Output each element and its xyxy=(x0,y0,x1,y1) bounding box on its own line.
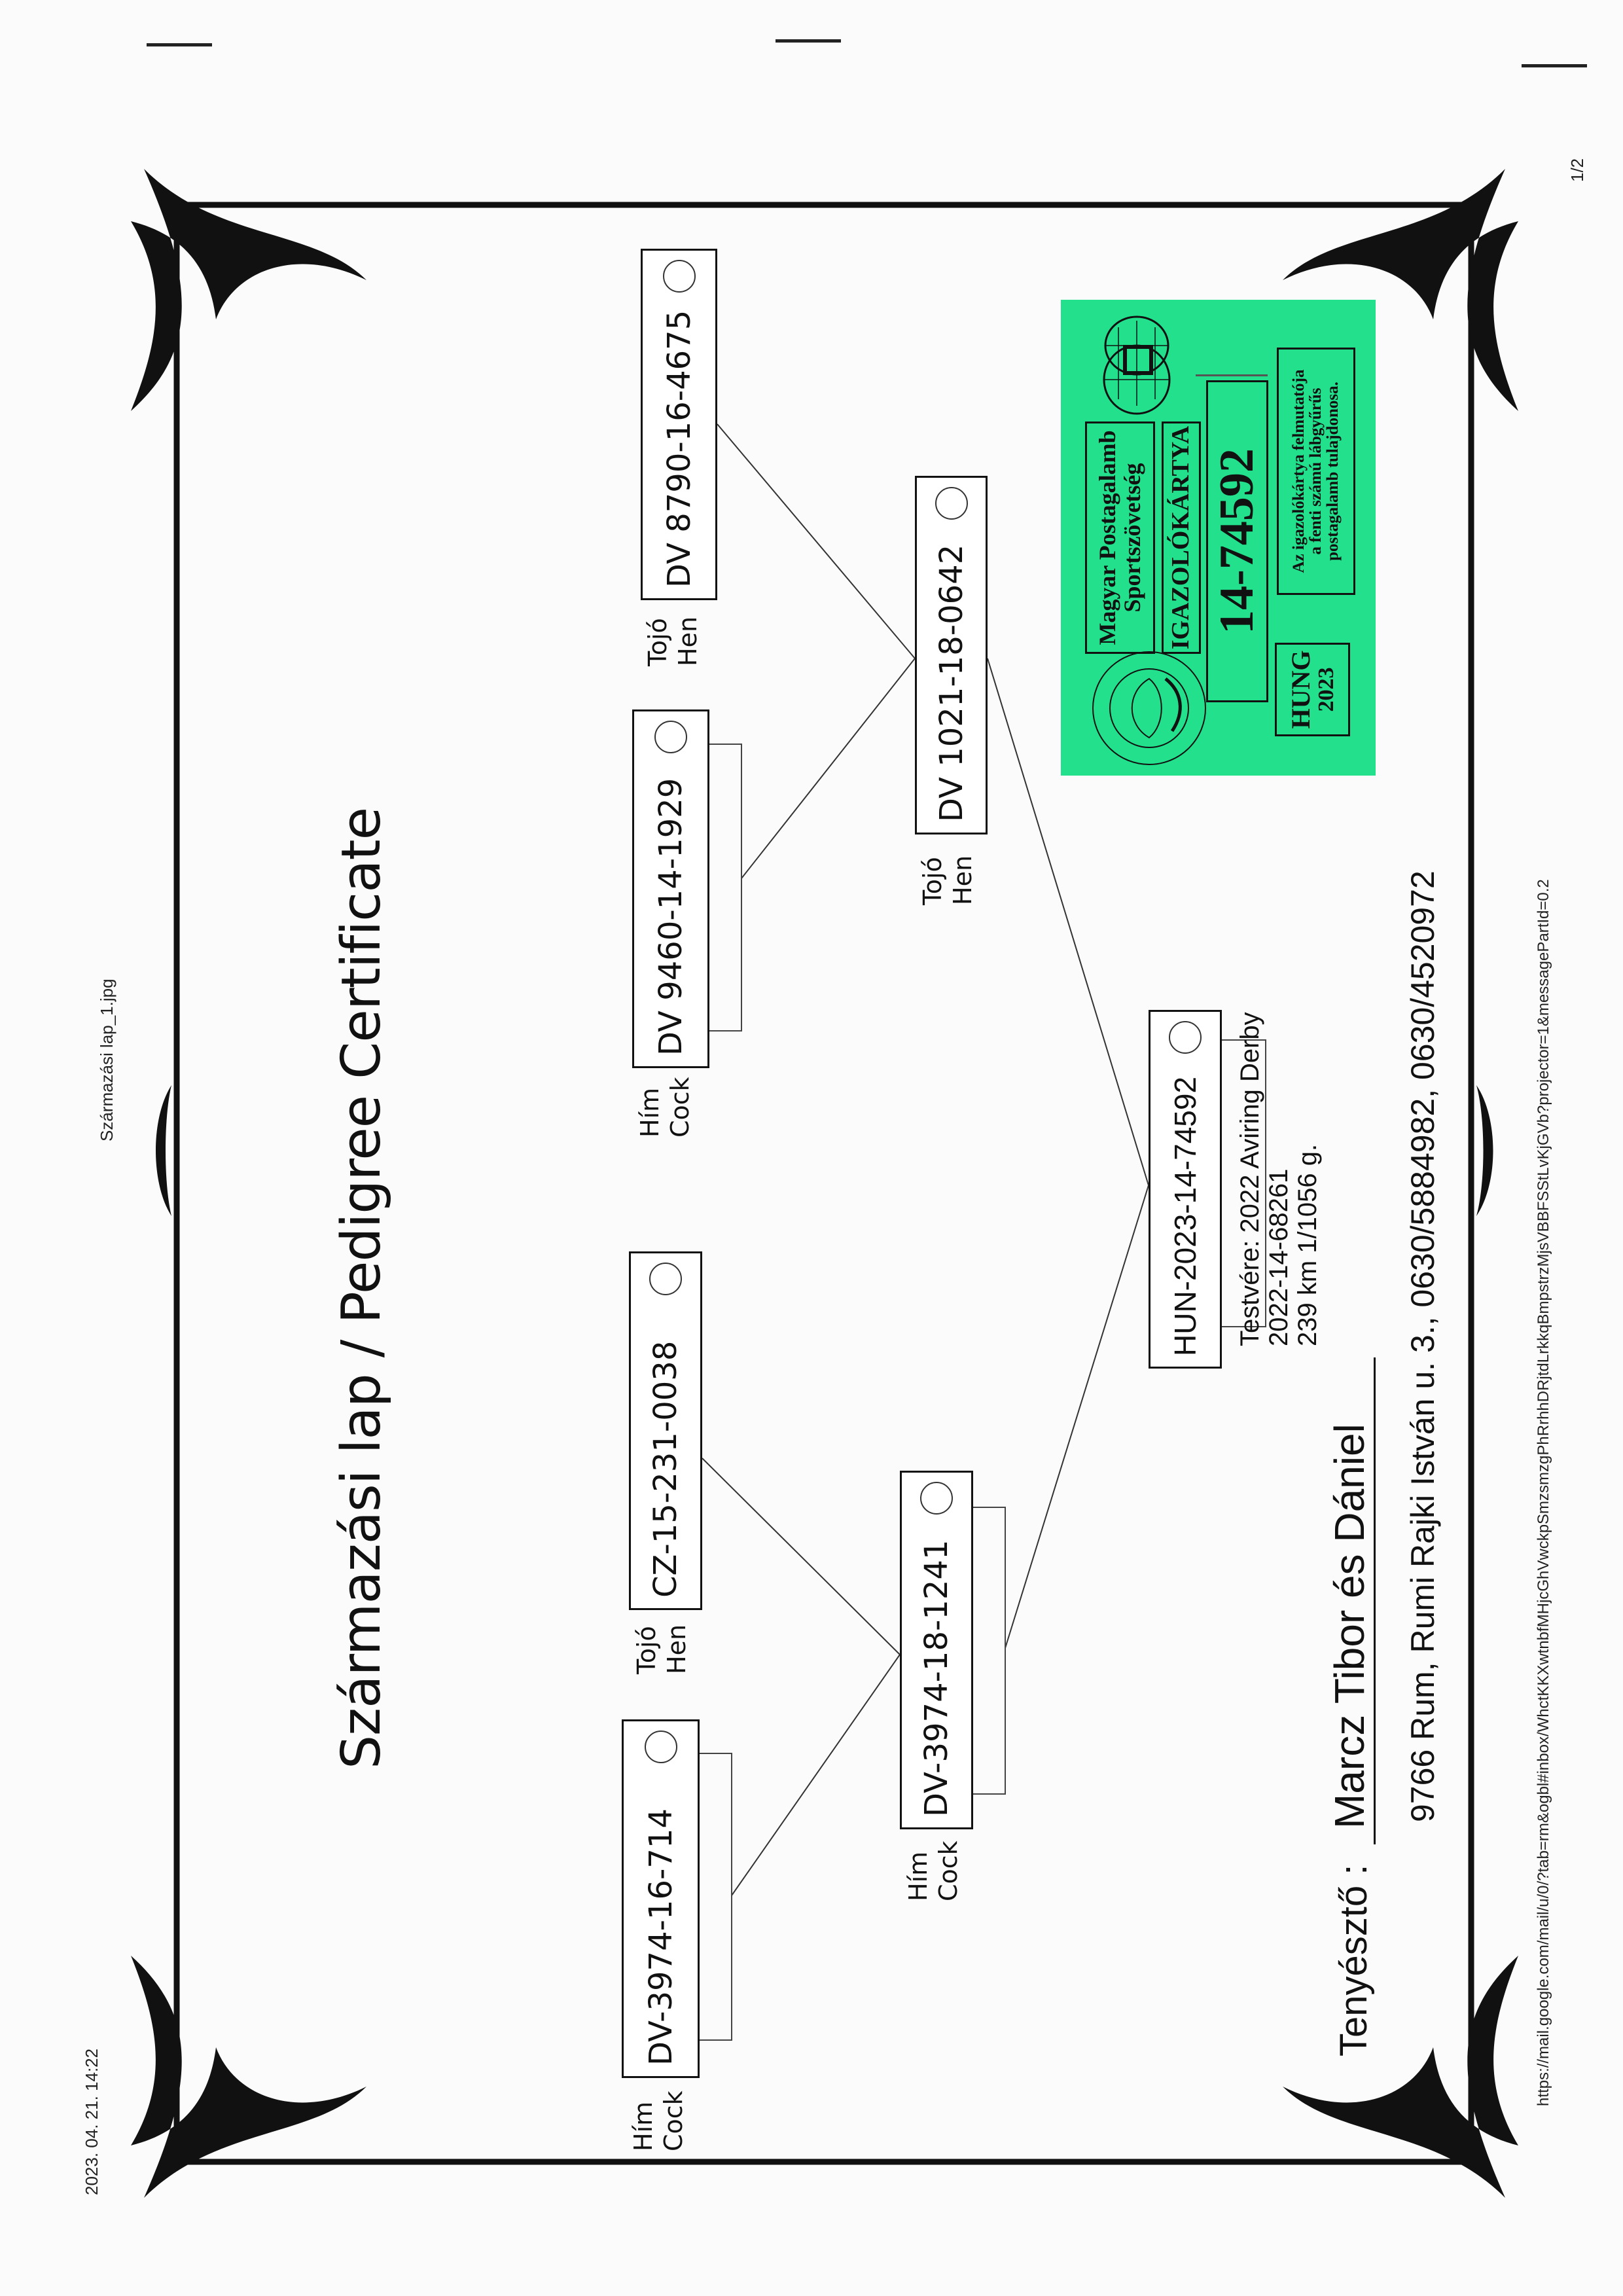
pigeon-box-ggf-paternal: DV-3974-16-714 xyxy=(622,1719,700,2078)
scan-mark xyxy=(147,43,212,46)
breeder-label: Tenyésztő : xyxy=(1332,1864,1375,2056)
circle-icon xyxy=(1169,1021,1202,1054)
pigeon-box-ggm-maternal: DV 8790-16-4675 xyxy=(641,249,717,600)
bracket xyxy=(700,1753,732,2041)
pedigree-line xyxy=(717,423,916,659)
pedigree-line xyxy=(987,658,1149,1186)
staple xyxy=(1196,374,1268,376)
scan-mark xyxy=(776,39,841,43)
corner-ornament xyxy=(131,169,1518,2198)
circle-icon xyxy=(920,1482,953,1515)
circle-icon xyxy=(662,260,696,293)
card-type-box: IGAZOLÓKÁRTYA xyxy=(1162,422,1201,654)
pigeon-box-ggf-maternal: DV 9460-14-1929 xyxy=(632,709,709,1068)
scan-mark xyxy=(1522,64,1587,67)
bracket xyxy=(709,744,742,1031)
sibling-note-line: Testvére: 2022 Aviring Derby xyxy=(1236,1012,1264,1346)
card-number-box: 14-74592 xyxy=(1206,380,1268,702)
pedigree-line xyxy=(731,1654,901,1896)
pigeon-box-subject: HUN-2023-14-74592 xyxy=(1149,1010,1222,1369)
stamp-seal-icon xyxy=(1092,651,1206,765)
sibling-note-line: 2022-14-68261 xyxy=(1264,1168,1293,1346)
pedigree-line xyxy=(702,1458,901,1655)
bracket xyxy=(973,1507,1006,1795)
pigeon-box-dam: DV 1021-18-0642 xyxy=(915,476,988,834)
pigeon-box-ggm-paternal: CZ-15-231-0038 xyxy=(629,1251,702,1610)
breeder-name: Marcz Tibor és Dániel xyxy=(1325,1357,1376,1844)
pedigree-line xyxy=(741,658,916,879)
pigeon-box-sire: DV-3974-18-1241 xyxy=(900,1471,973,1829)
circle-icon xyxy=(654,721,687,753)
circle-icon xyxy=(649,1263,682,1295)
breeder-address: 9766 Rum, Rumi Rajki István u. 3., 0630/… xyxy=(1404,870,1441,1822)
globe-logo-icon xyxy=(1103,315,1171,415)
pedigree-line xyxy=(1005,1185,1149,1649)
circle-icon xyxy=(644,1731,677,1763)
circle-icon xyxy=(935,487,968,520)
sibling-note-line: 239 km 1/1056 g. xyxy=(1293,1143,1322,1346)
sibling-note: Testvére: 2022 Aviring Derby 2022-14-682… xyxy=(1236,1012,1322,1346)
